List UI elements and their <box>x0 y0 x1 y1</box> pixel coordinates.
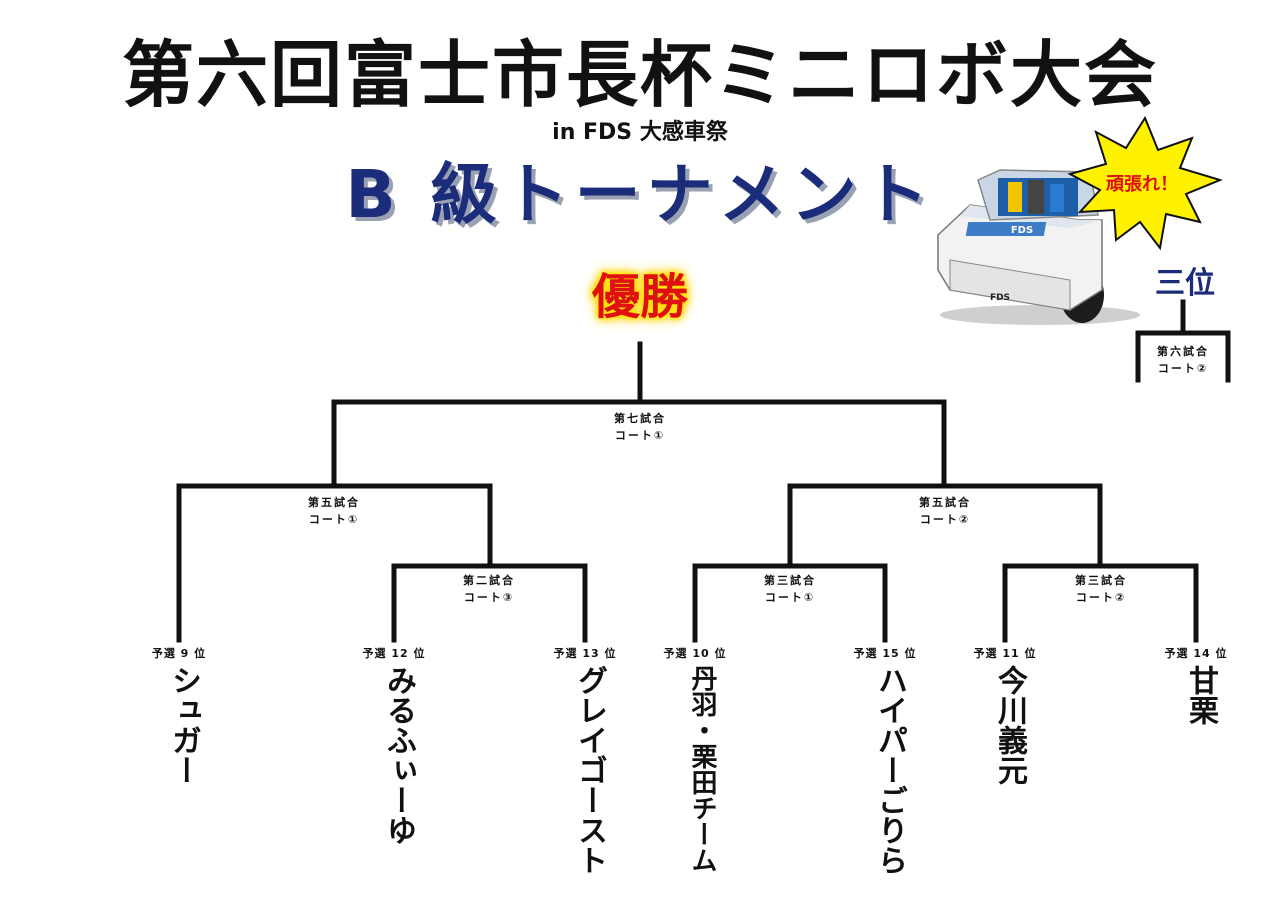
match-name: 第六試合 <box>1157 345 1209 358</box>
match-final: 第七試合 コート① <box>580 410 700 444</box>
team-seed: 予選 9 位 <box>151 647 207 660</box>
team-seed: 予選 14 位 <box>1164 647 1228 660</box>
tournament-heading: B 級トーナメント <box>345 156 935 233</box>
match-court: コート① <box>308 513 360 526</box>
team-seed: 予選 12 位 <box>362 647 426 660</box>
match-name: 第二試合 <box>463 574 515 587</box>
team-name: ハイパーごりら <box>872 665 907 875</box>
match-r1-c: 第三試合 コート② <box>1041 572 1161 606</box>
team-seed: 予選 13 位 <box>553 647 617 660</box>
bracket-semi-left <box>176 483 493 643</box>
match-third-place: 第六試合 コート② <box>1123 343 1243 377</box>
match-semi-left: 第五試合 コート① <box>274 494 394 528</box>
match-court: コート② <box>919 513 971 526</box>
team-name: 甘栗 <box>1183 665 1218 725</box>
match-r1-a: 第二試合 コート③ <box>429 572 549 606</box>
match-court: コート① <box>614 429 666 442</box>
bracket-third-place <box>1135 299 1231 383</box>
match-r1-b: 第三試合 コート① <box>730 572 850 606</box>
third-place-label: 三位 <box>1155 266 1215 301</box>
match-name: 第五試合 <box>308 496 360 509</box>
team-name: シュガー <box>166 665 201 785</box>
match-name: 第五試合 <box>919 496 971 509</box>
match-court: コート③ <box>463 591 515 604</box>
team-name: 今川義元 <box>992 665 1027 785</box>
robot-logo-front: FDS <box>990 293 1010 303</box>
bracket-semi-right <box>787 483 1103 569</box>
bracket-r1-c <box>1002 563 1199 643</box>
robot-car-illustration: FDS FDS 頑張れ！ <box>937 115 1223 325</box>
match-court: コート① <box>764 591 816 604</box>
champion-label: 優勝 <box>591 269 688 325</box>
team-seed: 予選 15 位 <box>853 647 917 660</box>
page-subtitle: in FDS 大感車祭 <box>552 120 728 145</box>
burst-shape <box>1067 115 1223 251</box>
team-name: 丹羽・栗田チーム <box>687 665 717 873</box>
team-seed: 予選 10 位 <box>663 647 727 660</box>
match-court: コート② <box>1157 362 1209 375</box>
match-name: 第七試合 <box>614 412 666 425</box>
match-name: 第三試合 <box>1075 574 1127 587</box>
burst-text: 頑張れ！ <box>1105 174 1178 195</box>
team-name: みるふぃーゆ <box>381 665 416 845</box>
match-court: コート② <box>1075 591 1127 604</box>
bracket-r1-b <box>692 563 888 643</box>
match-semi-right: 第五試合 コート② <box>885 494 1005 528</box>
robot-logo-top: FDS <box>1011 225 1033 236</box>
team-seed: 予選 11 位 <box>973 647 1037 660</box>
bracket-r1-a <box>391 563 588 643</box>
match-name: 第三試合 <box>764 574 816 587</box>
page-title: 第六回富士市長杯ミニロボ大会 <box>121 32 1158 117</box>
team-name: グレイゴースト <box>572 665 607 875</box>
bracket-final <box>331 341 947 489</box>
